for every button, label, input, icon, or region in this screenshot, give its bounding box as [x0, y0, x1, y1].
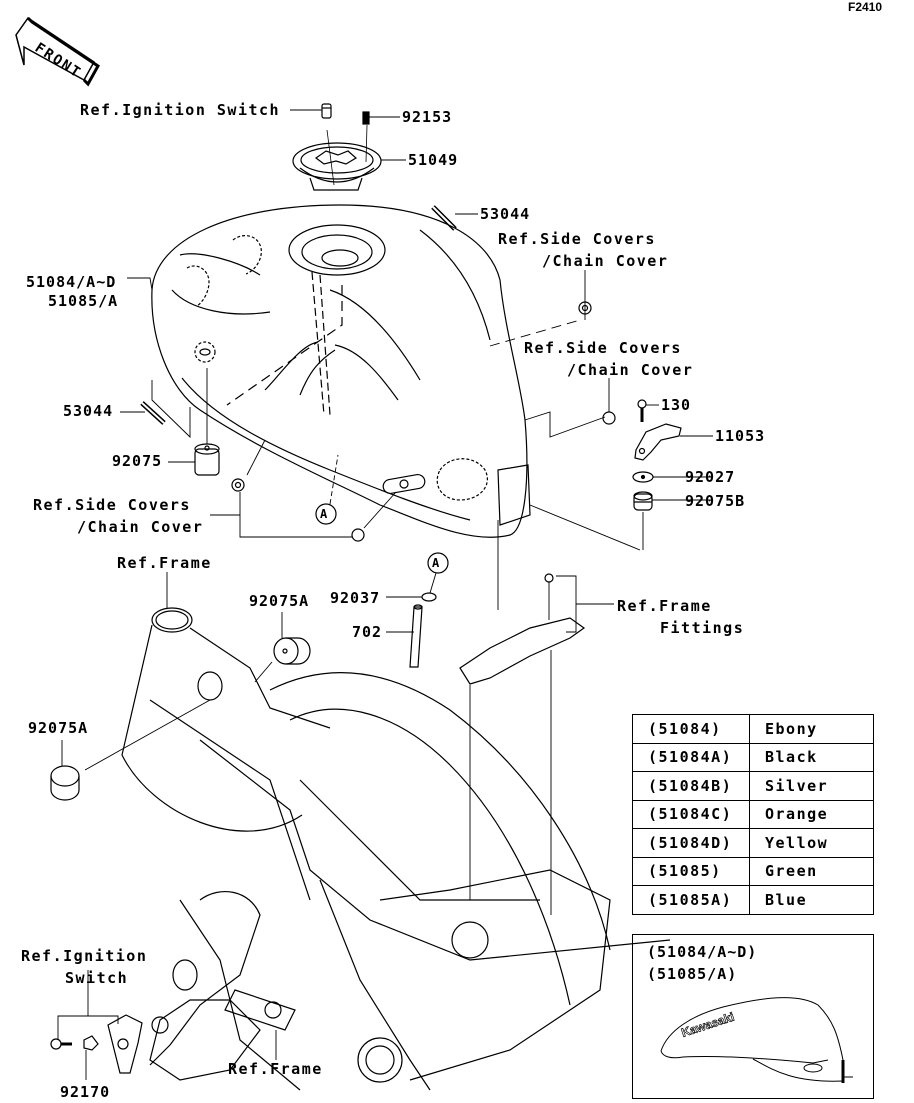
color-code: (51084B): [632, 771, 750, 801]
label-ref-frame-top: Ref.Frame: [117, 554, 212, 572]
part-number-51084-a-d: 51084/A~D: [26, 273, 117, 291]
part-number-92075: 92075: [112, 452, 163, 470]
label-chain-cover-1: /Chain Cover: [542, 252, 669, 270]
label-ref-side-covers-1: Ref.Side Covers: [498, 230, 656, 248]
label-ref-ignition-switch-bottom-2: Switch: [65, 969, 129, 987]
table-row: (51084B)Silver: [632, 771, 874, 801]
part-number-92037: 92037: [330, 589, 381, 607]
part-number-702: 702: [352, 623, 383, 641]
label-ref-side-covers-3: Ref.Side Covers: [33, 496, 191, 514]
bolt-92153: [362, 111, 370, 125]
color-name: Black: [749, 742, 874, 772]
damper-92075B: [633, 491, 653, 511]
frame-fittings-bracket: [459, 573, 586, 685]
part-number-92075B: 92075B: [685, 492, 746, 510]
part-number-92153: 92153: [402, 108, 453, 126]
damper-92075A-left: [50, 765, 80, 801]
tank-side-view: Kawasaki: [660, 997, 853, 1083]
damper-92075A-right: [273, 637, 311, 665]
label-ref-frame-fittings-1: Ref.Frame: [617, 597, 712, 615]
marker-a: A: [320, 507, 328, 521]
rod-53044-top: [431, 205, 457, 231]
color-code: (51084A): [632, 742, 750, 772]
table-row: (51084D)Yellow: [632, 828, 874, 858]
front-direction-arrow-icon: FRONT: [15, 16, 100, 87]
fuel-tank: [151, 204, 531, 538]
part-number-53044-left: 53044: [63, 402, 114, 420]
color-code: (51085): [632, 856, 750, 886]
color-name: Ebony: [749, 714, 874, 744]
bolt-130: [637, 399, 647, 422]
color-name: Silver: [749, 771, 874, 801]
table-row: (51085)Green: [632, 856, 874, 886]
color-name: Blue: [749, 885, 874, 915]
label-ref-side-covers-2: Ref.Side Covers: [524, 339, 682, 357]
color-code: (51085A): [632, 885, 750, 915]
figure-id: F2410: [848, 0, 883, 14]
part-number-51049: 51049: [408, 151, 459, 169]
label-ref-frame-bottom: Ref.Frame: [228, 1060, 323, 1078]
color-name: Yellow: [749, 828, 874, 858]
inset-title-line2: (51085/A): [647, 965, 738, 983]
tank-decal-inset: (51084/A~D) (51085/A) Kawasaki: [632, 934, 874, 1099]
label-chain-cover-2: /Chain Cover: [567, 361, 694, 379]
color-name: Orange: [749, 799, 874, 829]
marker-a2: A: [432, 556, 440, 570]
label-ref-ignition-switch-bottom-1: Ref.Ignition: [21, 947, 148, 965]
table-row: (51084C)Orange: [632, 799, 874, 829]
label-chain-cover-3: /Chain Cover: [77, 518, 204, 536]
table-row: (51084A)Black: [632, 742, 874, 772]
inset-title-line1: (51084/A~D): [647, 943, 758, 961]
ignition-switch-assembly: [50, 1014, 143, 1074]
part-number-92027: 92027: [685, 468, 736, 486]
color-code: (51084C): [632, 799, 750, 829]
part-number-53044-top: 53044: [480, 205, 531, 223]
bracket-11053: [634, 423, 682, 461]
label-ref-ignition-switch-top: Ref.Ignition Switch: [80, 101, 281, 119]
fuel-cap-assembly: [292, 142, 382, 191]
color-code: (51084D): [632, 828, 750, 858]
color-name: Green: [749, 856, 874, 886]
ignition-switch-screw: [321, 103, 332, 119]
marker-a2-circle: [427, 552, 449, 574]
rear-frame-section: [149, 891, 296, 1081]
label-ref-frame-fittings-2: Fittings: [660, 619, 745, 637]
part-number-51085-a: 51085/A: [48, 292, 119, 310]
table-row: (51084)Ebony: [632, 714, 874, 744]
collar-92027: [632, 471, 654, 483]
part-number-130: 130: [661, 396, 692, 414]
color-code-table: (51084)Ebony (51084A)Black (51084B)Silve…: [632, 714, 874, 915]
part-number-92075A-left: 92075A: [28, 719, 89, 737]
part-number-92075A-right: 92075A: [249, 592, 310, 610]
part-number-92170: 92170: [60, 1083, 111, 1101]
color-code: (51084): [632, 714, 750, 744]
marker-a-circle: [315, 503, 337, 525]
table-row: (51085A)Blue: [632, 885, 874, 915]
leader-lines: [120, 109, 713, 633]
damper-92075: [194, 443, 220, 476]
motorcycle-frame: [84, 607, 671, 1091]
rod-53044-left: [140, 401, 166, 425]
part-number-11053: 11053: [715, 427, 766, 445]
kawasaki-logo: Kawasaki: [680, 1010, 736, 1040]
